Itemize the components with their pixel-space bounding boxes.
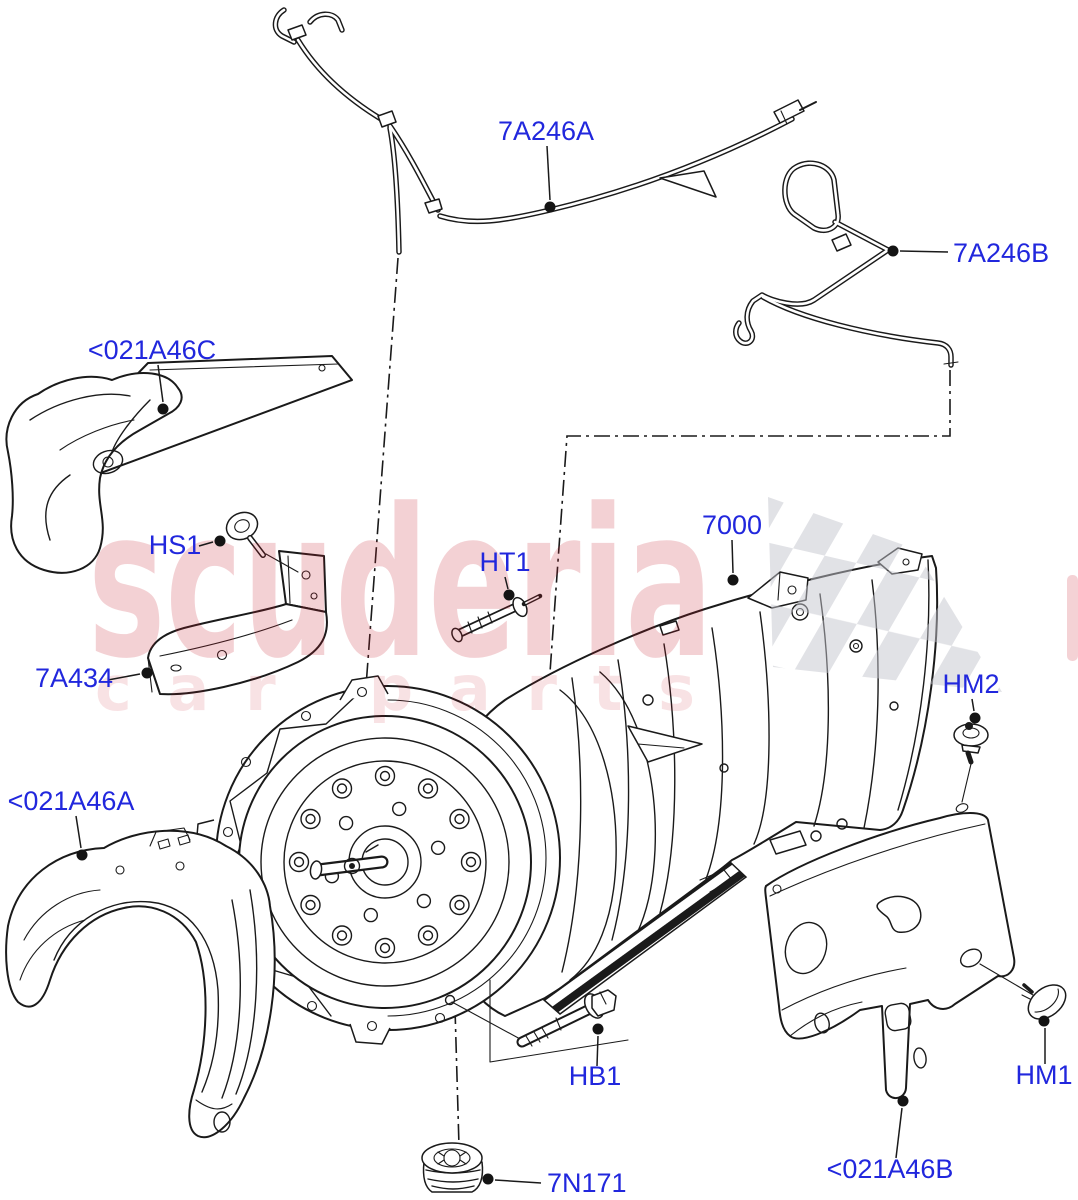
checkered-flag-watermark: [768, 497, 1002, 692]
leader-line: [75, 815, 82, 849]
grommet-hm1: [1021, 983, 1067, 1020]
watermark-edge-fragment: [1067, 575, 1078, 661]
tube-connector: [773, 99, 805, 124]
bolt-hb1: [444, 979, 629, 1063]
leader-line: [494, 1179, 542, 1184]
leader-line: [899, 250, 949, 253]
tube-7a246a: [275, 10, 817, 252]
part-number-text[interactable]: 7A434: [35, 663, 113, 693]
pushpin-hm2: [953, 722, 989, 803]
leader-dot: [482, 1173, 494, 1185]
part-label-7000[interactable]: 7000: [702, 510, 762, 586]
leader-dot: [592, 1023, 604, 1035]
part-number-text[interactable]: HB1: [569, 1061, 622, 1091]
part-number-text[interactable]: HS1: [149, 530, 202, 560]
drain-plug-7n171: [421, 1142, 484, 1193]
pushpin-hs1: [225, 511, 299, 573]
part-label-hs1[interactable]: HS1: [149, 530, 226, 560]
part-label-021a46c[interactable]: <021A46C: [88, 335, 216, 415]
part-number-text[interactable]: <021A46A: [8, 786, 135, 816]
leader-dot: [969, 712, 981, 724]
tube-clip: [287, 24, 307, 41]
leader-line: [107, 673, 141, 681]
leader-line: [546, 145, 551, 201]
part-number-text[interactable]: 7000: [702, 510, 762, 540]
part-number-text[interactable]: 7A246B: [953, 238, 1049, 268]
part-number-text[interactable]: 7N171: [547, 1168, 627, 1198]
leader-dot: [157, 403, 169, 415]
leader-dot: [76, 849, 88, 861]
part-number-text[interactable]: HM1: [1015, 1060, 1072, 1090]
part-label-hb1[interactable]: HB1: [569, 1023, 622, 1092]
leader-line: [596, 1035, 599, 1067]
leader-line: [198, 541, 214, 547]
heat-shield-021a46c: [5, 355, 353, 574]
part-label-7a246a[interactable]: 7A246A: [498, 116, 594, 213]
leader-dot: [897, 1095, 909, 1107]
part-number-text[interactable]: HM2: [942, 669, 999, 699]
part-number-text[interactable]: <021A46C: [88, 335, 216, 365]
tube-7a246b: [736, 163, 959, 365]
tube-clip: [424, 198, 443, 214]
leader-dot: [503, 589, 515, 601]
heat-shield-021a46b: [764, 803, 1034, 1099]
converter-bolt-ring: [288, 765, 482, 959]
tube-clip: [377, 110, 397, 128]
leader-line: [157, 364, 164, 403]
leader-dot: [214, 535, 226, 547]
part-number-text[interactable]: 7A246A: [498, 116, 594, 146]
converter-inner-ring: [324, 801, 446, 923]
torque-converter: [238, 715, 532, 1009]
part-label-021a46b[interactable]: <021A46B: [827, 1095, 954, 1185]
part-number-text[interactable]: HT1: [479, 547, 530, 577]
part-label-ht1[interactable]: HT1: [479, 547, 531, 601]
part-label-hm1[interactable]: HM1: [1015, 1015, 1073, 1091]
bracket-7a434: [147, 550, 328, 696]
stud-ht1: [451, 593, 543, 643]
leader-line: [504, 576, 509, 590]
tube-tag: [659, 170, 717, 198]
watermark-brand: scuderia: [88, 466, 713, 704]
watermark-tagline: car parts: [95, 652, 695, 725]
part-label-hm2[interactable]: HM2: [942, 669, 1000, 724]
leader-dot: [544, 201, 556, 213]
leader-line: [971, 698, 975, 712]
part-label-7a434[interactable]: 7A434: [35, 663, 153, 693]
part-label-7a246b[interactable]: 7A246B: [887, 238, 1050, 268]
leader-dot: [1038, 1015, 1050, 1027]
leader-dot: [141, 667, 153, 679]
oil-pan-rail: [542, 861, 748, 1015]
leader-line: [731, 539, 734, 574]
leader-dot: [887, 245, 899, 257]
wheel-arch-liner-021a46a: [5, 827, 276, 1139]
leader-line: [895, 1107, 903, 1159]
part-number-text[interactable]: <021A46B: [827, 1154, 954, 1184]
part-label-021a46a[interactable]: <021A46A: [8, 786, 135, 861]
part-label-7n171[interactable]: 7N171: [482, 1168, 627, 1198]
leader-dot: [727, 574, 739, 586]
tube-clip: [831, 233, 852, 252]
